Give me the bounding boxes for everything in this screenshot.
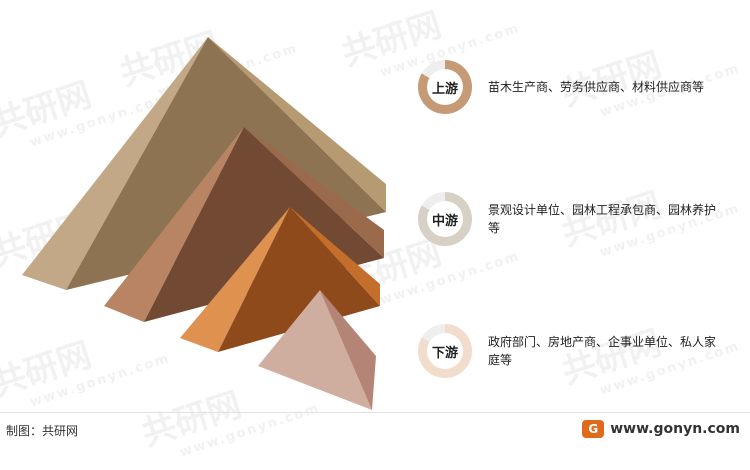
layered-pyramid	[22, 37, 386, 410]
pyramid-tier-4-front	[258, 290, 372, 410]
stage-badge: 上游	[418, 60, 472, 114]
pyramid-tier-2-left	[104, 127, 244, 322]
source-note: 制图：共研网	[6, 424, 79, 438]
site-url: www.gonyn.com	[610, 421, 740, 437]
pyramid-tier-2-right	[244, 127, 384, 258]
stage-upstream: 上游 苗木生产商、劳务供应商、材料供应商等	[418, 60, 724, 114]
pyramid-tier-1-right	[208, 37, 386, 212]
stage-midstream: 中游 景观设计单位、园林工程承包商、园林养护等	[418, 192, 724, 246]
stage-description: 苗木生产商、劳务供应商、材料供应商等	[488, 80, 705, 94]
stage-badge: 下游	[418, 324, 472, 378]
stage-description: 景观设计单位、园林工程承包商、园林养护等	[488, 203, 717, 235]
stage-downstream: 下游 政府部门、房地产商、企事业单位、私人家庭等	[418, 324, 724, 378]
gonyn-logo-icon: G	[582, 420, 605, 438]
site-mark: G www.gonyn.com	[582, 420, 740, 438]
stage-label: 中游	[427, 201, 463, 237]
footer-divider	[0, 412, 750, 413]
pyramid-tier-3-left	[180, 207, 290, 352]
pyramid-tier-4-right	[320, 290, 376, 410]
stage-label: 上游	[427, 69, 463, 105]
pyramid-tier-3-right	[290, 207, 380, 306]
pyramid-tier-1-left	[22, 37, 208, 290]
stage-badge: 中游	[418, 192, 472, 246]
stage-description: 政府部门、房地产商、企事业单位、私人家庭等	[488, 335, 717, 367]
stage-label: 下游	[427, 333, 463, 369]
